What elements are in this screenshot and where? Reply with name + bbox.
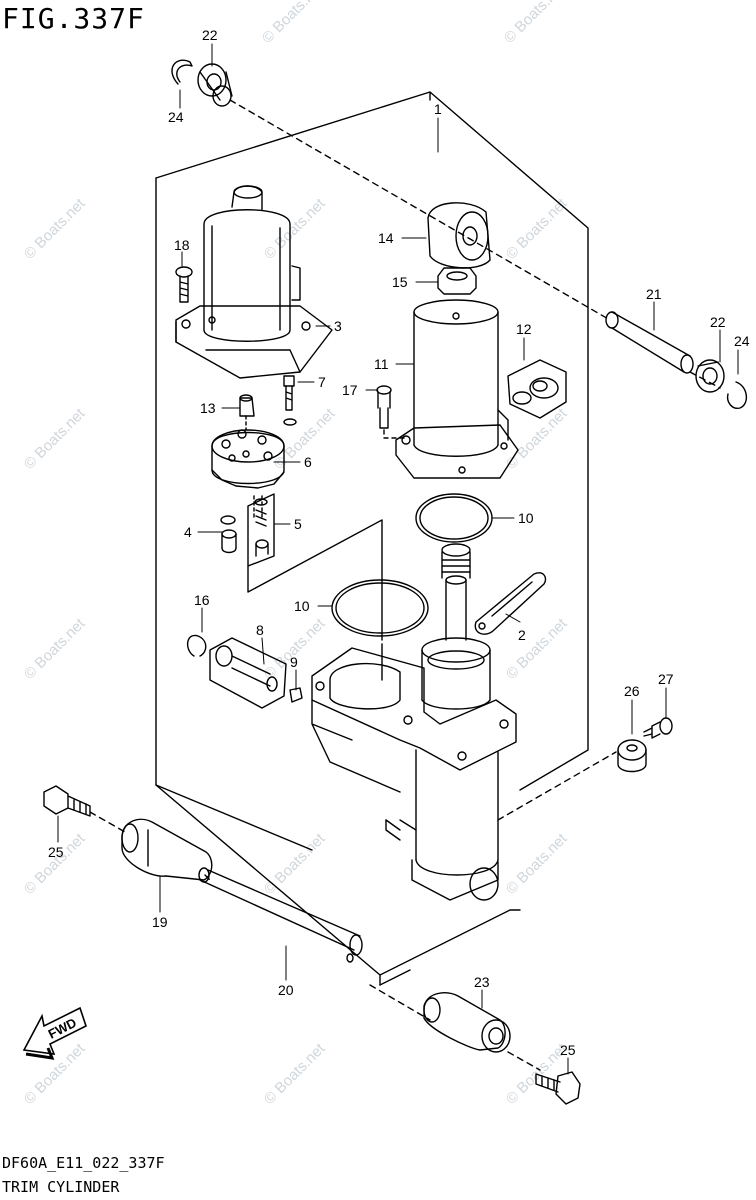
part-24-circlip-top (171, 59, 193, 85)
part-12-valve (507, 359, 567, 419)
part-27-screw (643, 717, 673, 739)
callout-label: 15 (392, 274, 408, 290)
part-11-reservoir (395, 299, 519, 479)
callout-label: 6 (304, 454, 312, 470)
callout-labels: 22 24 1 18 14 15 3 21 22 24 12 11 7 17 1… (48, 27, 750, 1058)
callout-label: 27 (658, 671, 674, 687)
bushing-axis-26 (497, 751, 617, 821)
assembly-outline-lower (155, 784, 411, 986)
part-4-valve-parts (220, 515, 237, 554)
part-25-bolt-bottom (535, 1071, 581, 1105)
part-19-bushing (121, 818, 213, 881)
assembly-outline (155, 91, 589, 986)
callout-label: 13 (200, 400, 216, 416)
part-10-oring-upper (415, 493, 493, 543)
part-7-screw (283, 375, 297, 426)
diagram-code: DF60A_E11_022_337F (2, 1154, 165, 1172)
watermark: © Boats.net (21, 195, 89, 263)
watermark: © Boats.net (503, 405, 571, 473)
callout-label: 22 (710, 314, 726, 330)
watermark: © Boats.net (21, 830, 89, 898)
callout-label: 17 (342, 382, 358, 398)
part-22-bushing-right (695, 359, 725, 393)
callout-label: 4 (184, 524, 192, 540)
part-10-oring-lower-inner (335, 582, 425, 634)
part-2-bracket (474, 572, 547, 635)
pin-axis-top (229, 99, 611, 321)
watermark: © Boats.net (503, 615, 571, 683)
watermark: © Boats.net (261, 615, 329, 683)
callout-label: 16 (194, 592, 210, 608)
callout-label: 22 (202, 27, 218, 43)
callout-label: 10 (518, 510, 534, 526)
callout-label: 25 (48, 844, 64, 860)
part-15-nut (437, 267, 477, 295)
watermark: © Boats.net (259, 0, 327, 47)
callout-label: 20 (278, 982, 294, 998)
part-6-pump (211, 429, 285, 521)
part-18-screw (175, 266, 193, 303)
callout-label: 12 (516, 321, 532, 337)
part-17-screw (376, 385, 407, 439)
callout-label: 8 (256, 622, 264, 638)
part-22-bushing-top (197, 63, 233, 107)
callout-label: 26 (624, 683, 640, 699)
callout-label: 2 (518, 627, 526, 643)
part-10-oring-upper-inner (419, 496, 489, 540)
part-24-circlip-right (726, 381, 747, 409)
callout-label: 25 (560, 1042, 576, 1058)
part-5-check-valve (247, 493, 275, 567)
callout-label: 23 (474, 974, 490, 990)
callout-label: 21 (646, 286, 662, 302)
part-3-motor (175, 185, 333, 379)
callout-label: 24 (168, 109, 184, 125)
part-8-valve (209, 637, 287, 709)
callout-label: 1 (434, 101, 442, 117)
part-23-bushing (423, 992, 511, 1053)
callout-label: 5 (294, 516, 302, 532)
part-21-pin (605, 311, 694, 374)
part-13-plug (239, 394, 255, 431)
watermark: © Boats.net (261, 195, 329, 263)
leader-lines (57, 43, 739, 1075)
diagram-caption: TRIM CYLINDER (2, 1178, 120, 1196)
watermark: © Boats.net (21, 405, 89, 473)
callout-label: 3 (334, 318, 342, 334)
callout-label: 18 (174, 237, 190, 253)
callout-label: 10 (294, 598, 310, 614)
callout-label: 19 (152, 914, 168, 930)
callout-label: 9 (290, 654, 298, 670)
watermarks: © Boats.net © Boats.net © Boats.net © Bo… (21, 0, 571, 1108)
callout-label: 24 (734, 333, 750, 349)
part-25-bolt-left (43, 785, 91, 817)
pin-axis-right (689, 371, 721, 389)
watermark: © Boats.net (261, 1040, 329, 1108)
watermark: © Boats.net (261, 830, 329, 898)
part-10-oring-lower (331, 579, 429, 637)
watermark: © Boats.net (503, 830, 571, 898)
part-16-circlip (187, 634, 207, 657)
part-9-fitting (289, 687, 303, 703)
main-cylinder (311, 543, 517, 901)
callout-label: 7 (318, 374, 326, 390)
part-14-bushing (427, 202, 491, 269)
part-26-bushing (617, 739, 647, 773)
part-20-pin (198, 867, 363, 963)
watermark: © Boats.net (21, 615, 89, 683)
watermark: © Boats.net (501, 0, 569, 47)
figure-title: FIG.337F (2, 2, 145, 35)
callout-label: 14 (378, 230, 394, 246)
callout-label: 11 (374, 356, 389, 372)
